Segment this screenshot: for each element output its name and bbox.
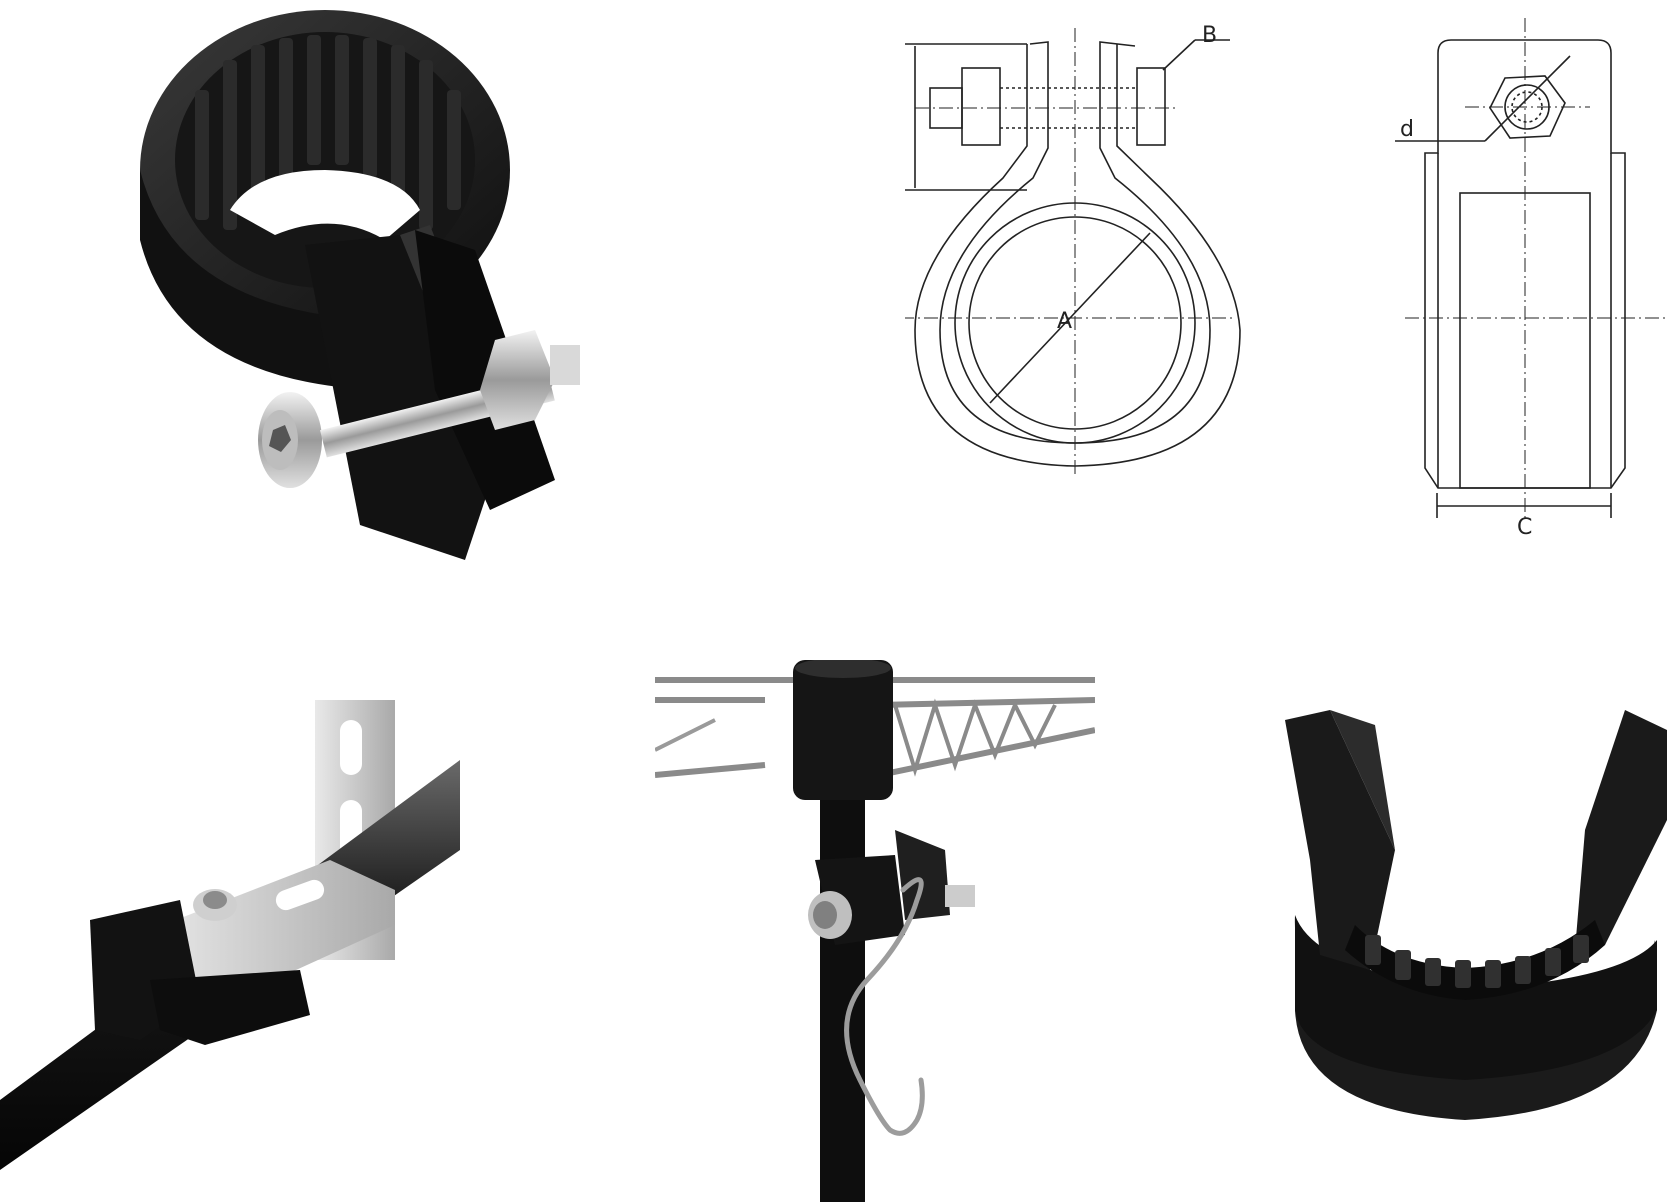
label-C: C <box>1517 515 1532 540</box>
side-view-svg: C d <box>1395 18 1667 540</box>
photo-clamp-on-bracket <box>0 700 460 1200</box>
photo-clamp-with-bolt <box>135 0 625 580</box>
open-clamp-photo-illustration <box>1285 710 1667 1120</box>
bracket-photo-illustration <box>0 700 460 1170</box>
label-d: d <box>1400 117 1414 142</box>
front-view-drawing: D A B <box>905 18 1345 518</box>
side-view-drawing: C d <box>1385 18 1667 578</box>
label-A: A <box>1057 309 1072 334</box>
photo-clamp-on-rack <box>655 660 1095 1202</box>
rack-photo-illustration <box>655 660 1095 1202</box>
photo-clamp-open <box>1285 710 1667 1140</box>
label-B: B <box>1202 23 1217 48</box>
front-view-svg: D A B <box>905 23 1241 478</box>
clamp-photo-illustration <box>140 10 580 560</box>
